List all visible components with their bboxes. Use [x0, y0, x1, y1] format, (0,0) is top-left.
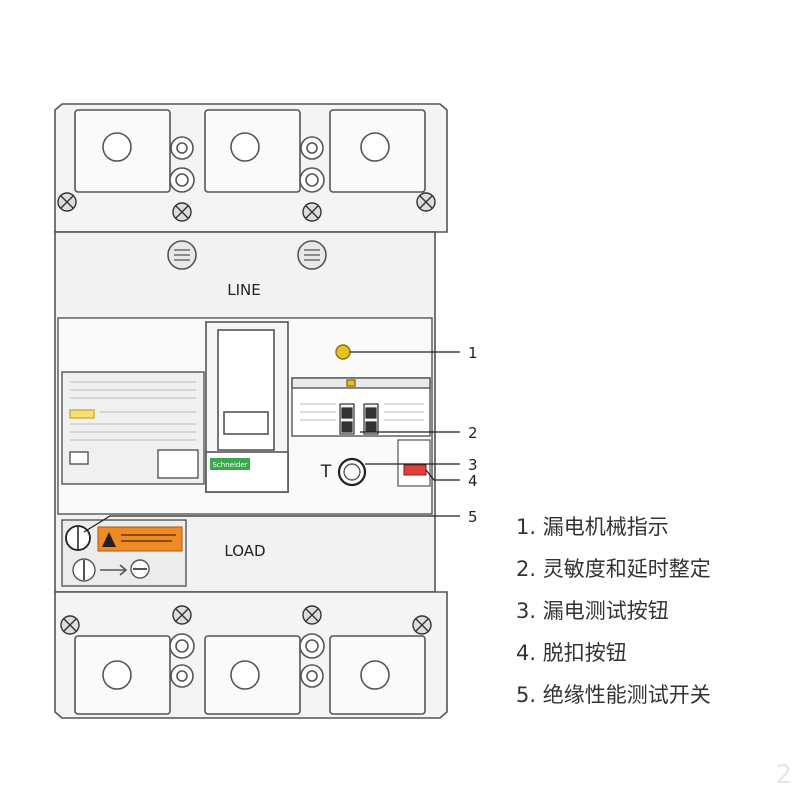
- load-label: LOAD: [224, 542, 265, 560]
- bottom-terminal-block: [54, 591, 448, 719]
- sensitivity-delay-setting-panel: [291, 377, 431, 437]
- legend-item: 3. 漏电测试按钮: [516, 599, 669, 623]
- callout-1: 1: [468, 344, 478, 362]
- callout-3: 3: [468, 456, 478, 474]
- top-screws: [57, 192, 436, 222]
- warning-text-lines: [121, 534, 176, 542]
- insulation-arrow-icon: [100, 564, 128, 576]
- trip-button[interactable]: [403, 464, 427, 476]
- callout-4: 4: [468, 472, 478, 490]
- setting-text-lines: [300, 403, 424, 421]
- legend-item: 1. 漏电机械指示: [516, 515, 669, 539]
- callout-2: 2: [468, 424, 478, 442]
- insulation-test-switch[interactable]: [65, 525, 91, 551]
- leakage-mechanical-indicator: [335, 344, 351, 360]
- test-button-mark: T: [320, 462, 332, 482]
- test-button-inner: [343, 463, 361, 481]
- brand-badge: [210, 458, 250, 470]
- rating-text-lines: [70, 381, 196, 441]
- page-number: 2: [775, 760, 792, 790]
- line-label: LINE: [227, 281, 260, 299]
- legend-item: 2. 灵敏度和延时整定: [516, 557, 711, 581]
- legend-item: 4. 脱扣按钮: [516, 641, 627, 665]
- bottom-screws: [60, 605, 432, 635]
- legend-item: 5. 绝缘性能测试开关: [516, 683, 711, 707]
- top-terminal-block: [54, 103, 448, 233]
- warning-triangle-icon: [102, 532, 116, 547]
- trip-button-housing: [397, 439, 431, 487]
- callout-5: 5: [468, 508, 478, 526]
- legend-list: 1. 漏电机械指示 2. 灵敏度和延时整定 3. 漏电测试按钮 4. 脱扣按钮 …: [516, 510, 786, 720]
- callout-leader-lines: [83, 351, 460, 533]
- brand-label: Schneider: [212, 461, 247, 469]
- setting-dip-switches[interactable]: [339, 403, 379, 435]
